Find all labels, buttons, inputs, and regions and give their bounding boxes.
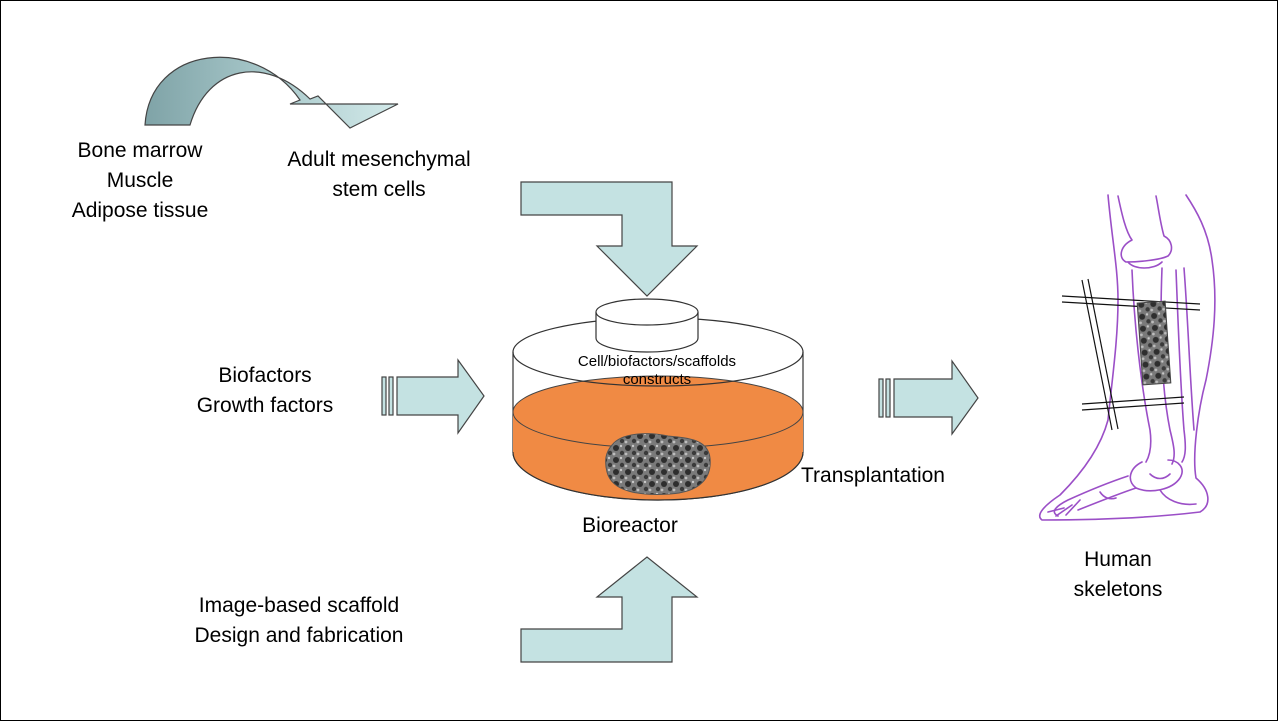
sources-label: Bone marrow Muscle Adipose tissue [60,136,220,226]
implanted-scaffold [1136,300,1172,386]
transplantation-label: Transplantation [801,464,945,487]
stem-cells-down-arrow [520,181,699,297]
skeletons-line-2: skeletons [1073,578,1163,601]
biofactors-line-1: Biofactors [218,364,312,387]
stem-cells-label: Adult mesenchymal stem cells [276,145,482,205]
curved-arrow [144,56,399,129]
source-muscle: Muscle [106,169,174,192]
biofactors-line-2: Growth factors [196,394,334,417]
scaffold-line-1: Image-based scaffold [198,594,400,617]
scaffold-up-arrow [520,556,699,663]
transplantation-striped-arrow [878,359,979,436]
stem-cells-line-2: stem cells [332,178,426,201]
scaffold-line-2: Design and fabrication [194,624,404,647]
stem-cells-line-1: Adult mesenchymal [287,148,471,171]
leg-skeleton-drawing [1038,194,1216,521]
human-skeletons-label: Human skeletons [1058,545,1178,605]
external-fixator [1061,278,1201,431]
source-bone-marrow: Bone marrow [77,139,203,162]
skeletons-line-1: Human [1084,548,1152,571]
biofactors-striped-arrow [381,358,485,435]
biofactors-label: Biofactors Growth factors [185,361,345,421]
scaffold-design-label: Image-based scaffold Design and fabricat… [186,591,412,651]
bioreactor-label: Bioreactor [582,514,678,537]
constructs-line-2: constructs [622,371,692,388]
bioreactor-lid [595,298,699,353]
source-adipose-tissue: Adipose tissue [71,199,209,222]
scaffold-image [605,433,711,495]
constructs-label: Cell/biofactors/scaffolds constructs [550,353,764,389]
constructs-line-1: Cell/biofactors/scaffolds [577,353,737,370]
